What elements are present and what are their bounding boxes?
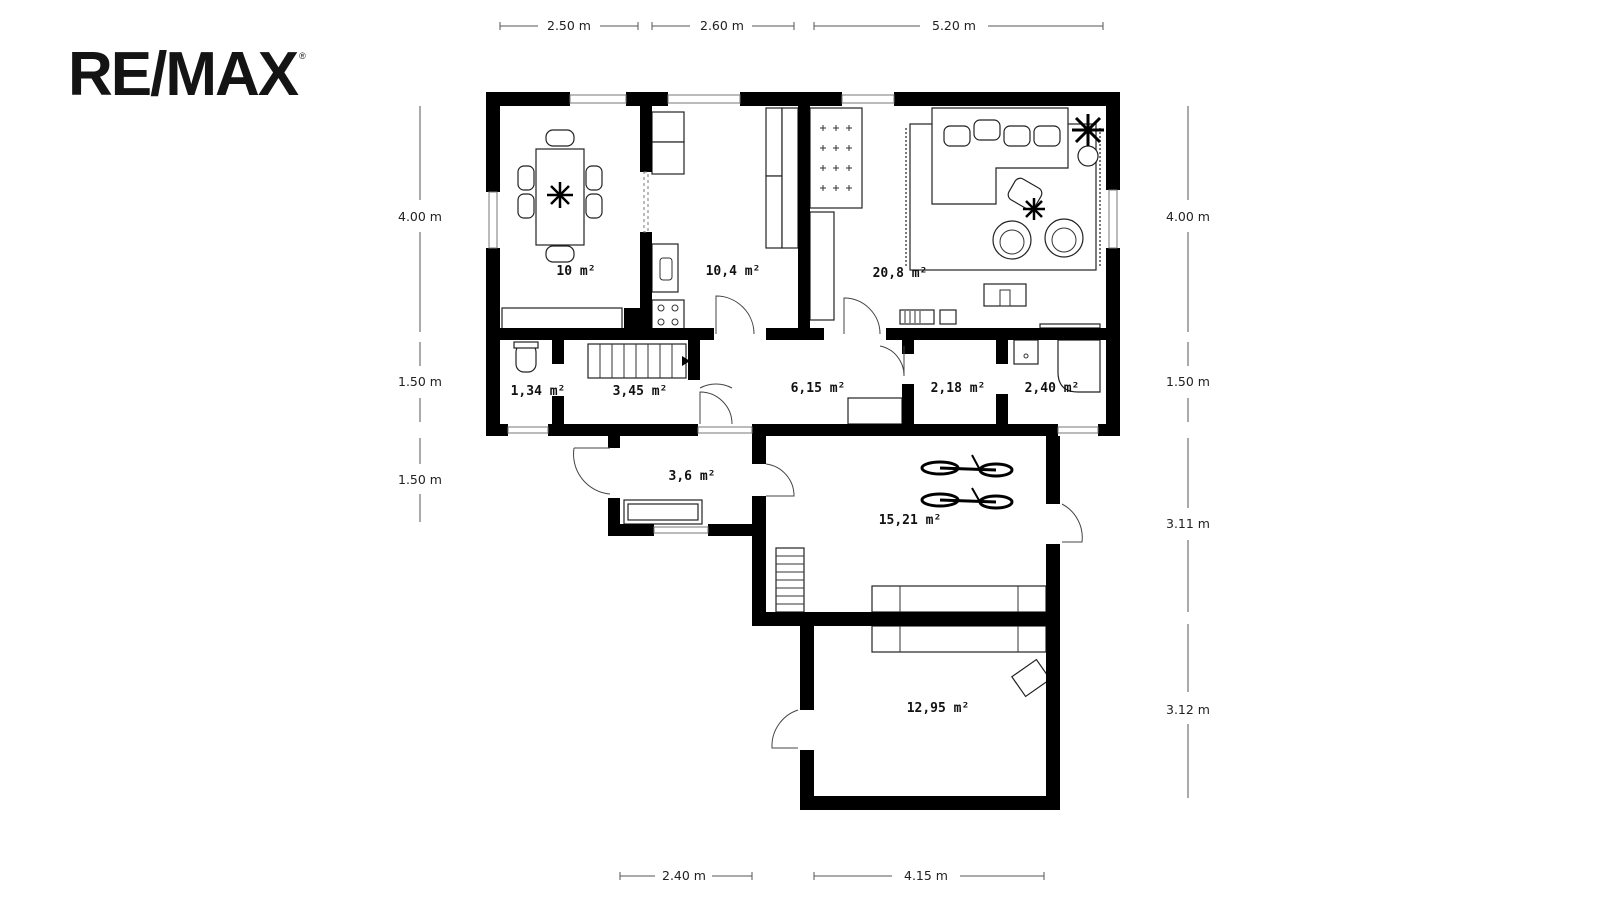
sink [651, 243, 679, 293]
room-area-wc: 1,34 m² [511, 384, 566, 399]
room-area-storage: 12,95 m² [907, 701, 970, 716]
dim-top-2: 2.60 m [700, 18, 744, 33]
kitchen-counter [765, 107, 783, 177]
room-area-bath-2: 2,40 m² [1025, 381, 1080, 396]
bicycle-icon [920, 487, 1014, 510]
kitchen-cabinet [651, 111, 685, 143]
sofa [931, 107, 1069, 205]
shelf-grid [809, 107, 863, 209]
room-labels: 10 m² 10,4 m² 20,8 m² 1,34 m² 3,45 m² 6,… [511, 264, 1080, 716]
arrow-icon [682, 356, 690, 366]
side-table [1077, 145, 1099, 167]
bicycle-icon [920, 454, 1014, 478]
room-area-hall: 6,15 m² [791, 381, 846, 396]
room-area-dining: 10 m² [556, 264, 595, 279]
plant-icon [1072, 114, 1104, 146]
garage-stairs [775, 547, 805, 613]
room-area-bath-1: 2,18 m² [931, 381, 986, 396]
registered-mark: ® [299, 51, 306, 61]
cabinet [809, 211, 835, 321]
dim-left-1: 4.00 m [398, 209, 442, 224]
dining-table [517, 129, 603, 263]
dim-top-1: 2.50 m [547, 18, 591, 33]
washbasin [1013, 339, 1039, 365]
tv-stand [983, 283, 1027, 307]
dim-left-2: 1.50 m [398, 374, 442, 389]
kitchen-cabinet [651, 141, 685, 175]
dim-right-4: 3.12 m [1166, 702, 1210, 717]
room-area-kitchen: 10,4 m² [706, 264, 761, 279]
hall-cabinet [847, 397, 903, 425]
dim-bottom-1: 2.40 m [662, 868, 706, 883]
brand-name: RE/MAX [68, 40, 299, 109]
room-area-living: 20,8 m² [873, 266, 928, 281]
stove-icon [651, 299, 685, 331]
walls [486, 92, 1120, 810]
storage-cabinets [871, 625, 1047, 653]
bookshelf [899, 309, 935, 325]
dim-right-1: 4.00 m [1166, 209, 1210, 224]
dimension-labels: 2.50 m 2.60 m 5.20 m 4.00 m 1.50 m 1.50 … [398, 18, 1210, 883]
dim-top-3: 5.20 m [932, 18, 976, 33]
staircase [587, 343, 690, 379]
windows [488, 94, 1118, 534]
doors [573, 295, 1083, 749]
plant-icon [547, 182, 573, 208]
kitchen-counter [781, 107, 799, 249]
dimension-lines [419, 22, 1189, 880]
plant-icon [1023, 198, 1045, 220]
furniture [501, 107, 1104, 698]
room-area-garage: 15,21 m² [879, 513, 942, 528]
dim-right-3: 3.11 m [1166, 516, 1210, 531]
remax-logo: RE/MAX® [68, 44, 306, 106]
desk-chair [1010, 658, 1052, 698]
room-area-stairs: 3,45 m² [613, 384, 668, 399]
dim-bottom-2: 4.15 m [904, 868, 948, 883]
kitchen-counter [765, 175, 783, 249]
garage-cabinets [871, 585, 1047, 613]
dim-left-3: 1.50 m [398, 472, 442, 487]
room-area-entrance: 3,6 m² [669, 469, 716, 484]
armchair [1044, 218, 1084, 258]
dim-right-2: 1.50 m [1166, 374, 1210, 389]
sideboard [501, 307, 623, 331]
shower-icon [1057, 339, 1101, 393]
armchair [992, 220, 1032, 260]
